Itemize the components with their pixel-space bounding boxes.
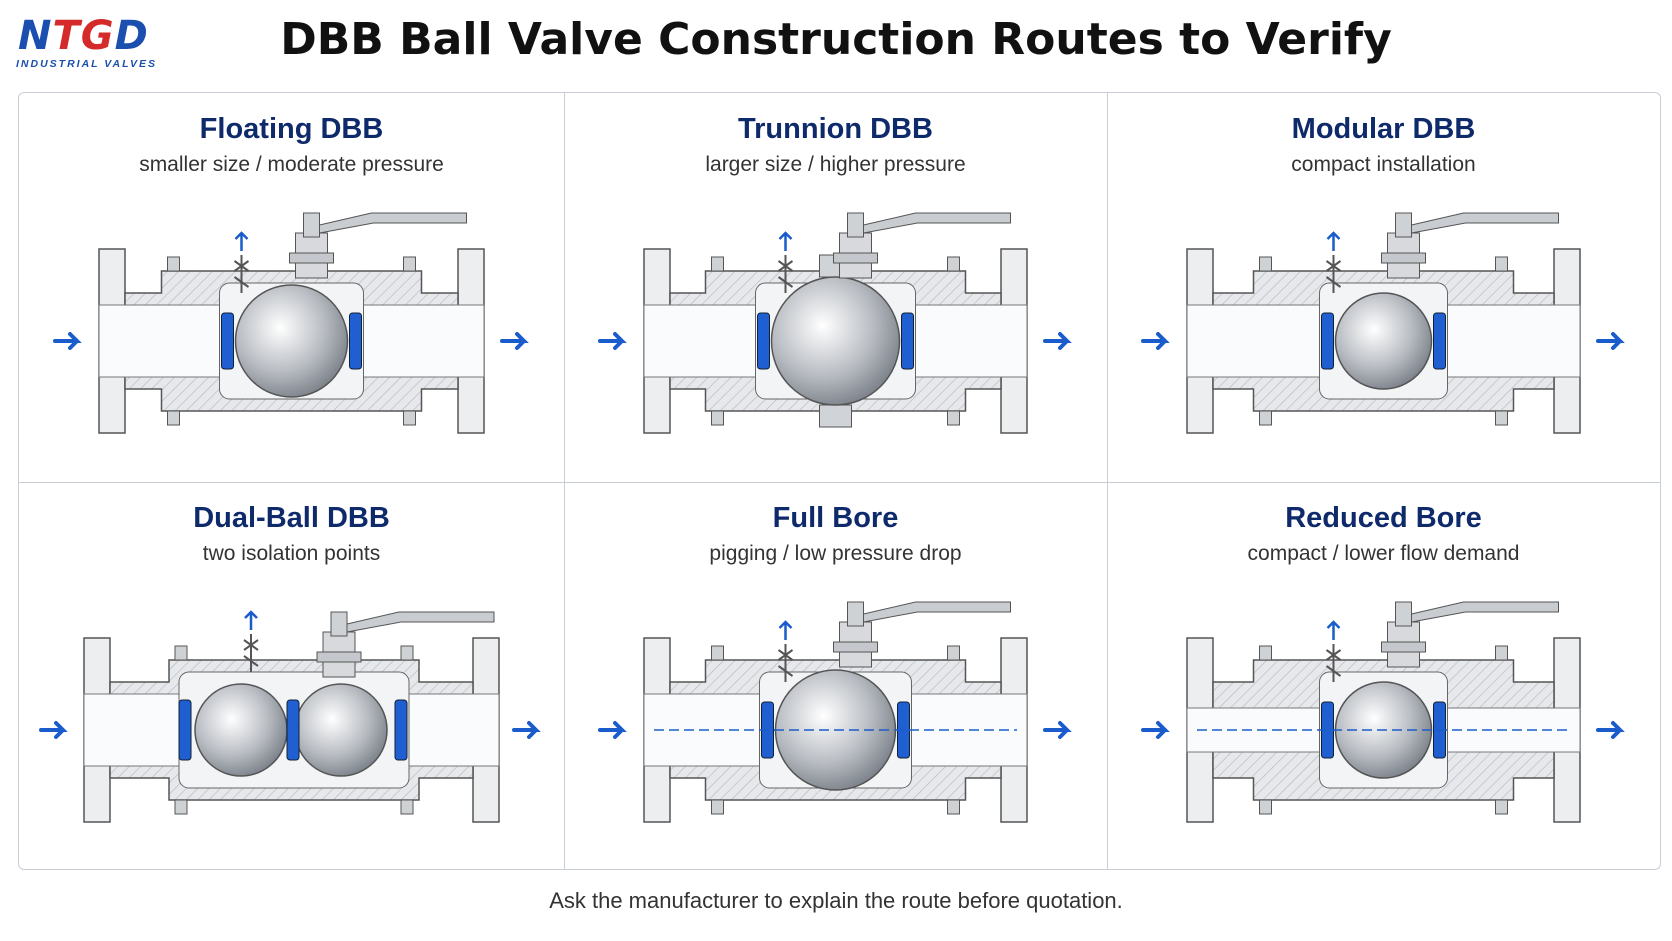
route-cell-trunnion-dbb: Trunnion DBB larger size / higher pressur… (564, 93, 1107, 482)
route-subtitle: compact installation (1291, 153, 1476, 176)
valve-diagram-modular-dbb (1141, 212, 1625, 434)
stem-handle (1381, 601, 1559, 668)
logo-letter-n: N (18, 13, 53, 59)
flow-in-arrow (598, 332, 627, 350)
flow-out-arrow (1596, 721, 1625, 739)
grid-divider-h (19, 482, 1660, 483)
valve-diagram-dual-ball-dbb (39, 610, 541, 823)
logo-letters-tg: TG (52, 13, 115, 59)
seat-right (349, 312, 362, 370)
logo-tagline: INDUSTRIAL VALVES (16, 58, 157, 70)
seat-left (757, 312, 770, 370)
valve-diagram-reduced-bore (1141, 601, 1625, 823)
stem-handle (833, 601, 1011, 668)
ball (770, 276, 901, 406)
seat-right (394, 699, 408, 761)
trunnion-bottom (819, 404, 852, 428)
vent-valve (1325, 231, 1342, 293)
route-subtitle: smaller size / moderate pressure (139, 153, 444, 176)
route-cell-reduced-bore: Reduced Bore compact / lower flow demand (1107, 482, 1660, 871)
route-title: Reduced Bore (1285, 502, 1482, 534)
flow-in-arrow (39, 721, 68, 739)
valve-diagram-trunnion-dbb (598, 212, 1072, 434)
seat-left (178, 699, 192, 761)
ball (234, 284, 349, 398)
stem-handle (1381, 212, 1559, 279)
seat-left (221, 312, 234, 370)
route-cell-floating-dbb: Floating DBB smaller size / moderate pres… (19, 93, 564, 482)
flow-out-arrow (1043, 721, 1072, 739)
routes-grid: Floating DBB smaller size / moderate pres… (18, 92, 1661, 870)
flow-out-arrow (1043, 332, 1072, 350)
flow-in-arrow (598, 721, 627, 739)
stem-handle (833, 212, 1011, 279)
route-subtitle: compact / lower flow demand (1247, 542, 1520, 565)
seat-left (1321, 312, 1334, 370)
route-subtitle: pigging / low pressure drop (709, 542, 962, 565)
flow-in-arrow (53, 332, 82, 350)
seat-right (1433, 312, 1446, 370)
seat-right (901, 312, 914, 370)
vent-valve (777, 231, 794, 293)
logo-wordmark: NTGD (18, 14, 149, 58)
route-title: Dual-Ball DBB (193, 502, 390, 534)
brand-logo: NTGD INDUSTRIAL VALVES (14, 14, 184, 74)
route-subtitle: two isolation points (202, 542, 381, 565)
valve-diagram-full-bore (598, 601, 1072, 823)
ball (1334, 292, 1433, 390)
vent-valve (233, 231, 250, 293)
logo-letter-d: D (114, 13, 149, 59)
route-title: Full Bore (772, 502, 899, 534)
route-title: Trunnion DBB (738, 113, 933, 145)
vent-valve (777, 620, 794, 682)
grid-divider-v2 (1107, 93, 1108, 869)
footer-note: Ask the manufacturer to explain the rout… (549, 888, 1123, 913)
route-cell-dual-ball-dbb: Dual-Ball DBB two isolation points (19, 482, 564, 871)
flow-out-arrow (512, 721, 541, 739)
stem-handle (316, 611, 495, 678)
route-cell-modular-dbb: Modular DBB compact installation (1107, 93, 1660, 482)
grid-divider-v1 (564, 93, 565, 869)
stem-handle (289, 212, 467, 279)
flow-in-arrow (1141, 332, 1170, 350)
valve-diagram-floating-dbb (53, 212, 529, 434)
flow-out-arrow (1596, 332, 1625, 350)
vent-valve (243, 610, 259, 672)
ball-1 (194, 683, 288, 777)
page-title: DBB Ball Valve Construction Routes to Ve… (280, 14, 1392, 65)
route-title: Floating DBB (199, 113, 384, 145)
flow-in-arrow (1141, 721, 1170, 739)
route-title: Modular DBB (1291, 113, 1476, 145)
route-cell-full-bore: Full Bore pigging / low pressure drop (564, 482, 1107, 871)
seat-middle (286, 699, 300, 761)
flow-out-arrow (500, 332, 529, 350)
route-subtitle: larger size / higher pressure (705, 153, 966, 176)
ball-2 (294, 683, 388, 777)
vent-valve (1325, 620, 1342, 682)
